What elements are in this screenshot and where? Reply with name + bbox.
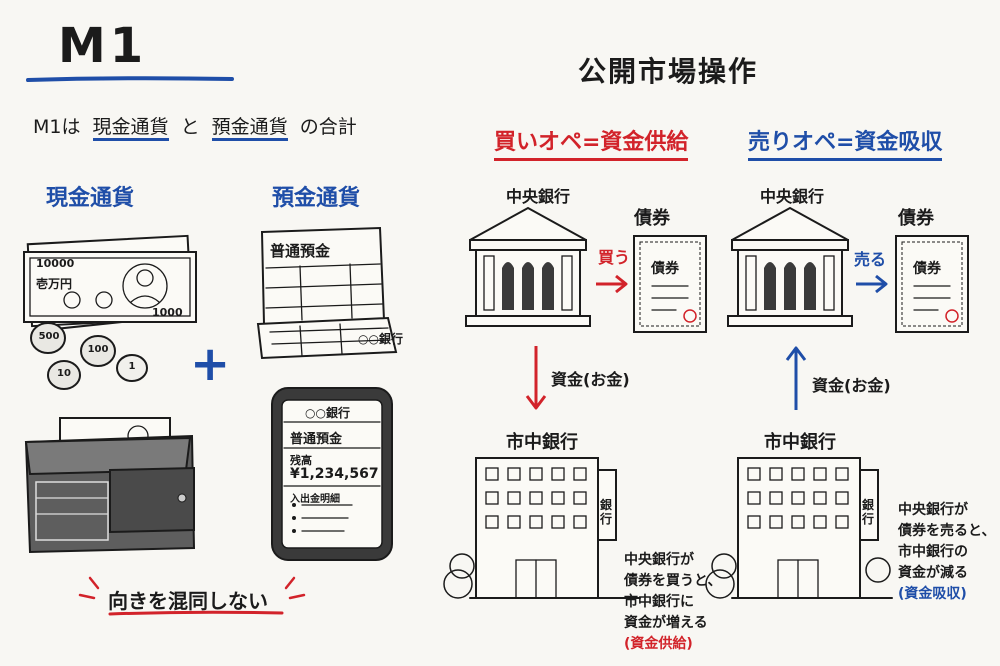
omo-title: 公開市場操作 xyxy=(578,55,759,88)
definition-mid: と xyxy=(180,116,200,138)
buy-note-line-3: 市中銀行に xyxy=(624,594,694,610)
buy-bond-label: 債券 xyxy=(634,208,670,229)
buy-operation-heading: 買いオペ=資金供給 xyxy=(494,124,689,161)
phone-balance: ¥1,234,567 xyxy=(290,466,379,482)
buy-city-bank-label: 市中銀行 xyxy=(506,432,578,453)
buy-money-label: 資金(お金) xyxy=(551,370,630,389)
sell-note-line-3: 市中銀行の xyxy=(898,544,968,560)
definition-term-cash: 現金通貨 xyxy=(92,116,169,141)
passbook-title: 普通預金 xyxy=(270,242,331,260)
coin-100: 100 xyxy=(87,344,109,355)
coin-10: 10 xyxy=(57,368,71,379)
banknote-yen-label: 壱万円 xyxy=(36,277,73,291)
coin-1: 1 xyxy=(128,361,136,372)
phone-bank-name: ○○銀行 xyxy=(305,406,350,420)
warning-text: 向きを混同しない xyxy=(108,589,268,613)
sell-money-label: 資金(お金) xyxy=(812,376,891,395)
definition-suffix: の合計 xyxy=(299,116,357,138)
sell-city-bank-sign: 銀行 xyxy=(862,498,875,526)
buy-central-bank-label: 中央銀行 xyxy=(506,187,571,206)
sell-central-bank-label: 中央銀行 xyxy=(760,187,825,206)
banknote-small-value: 1000 xyxy=(152,306,183,319)
sell-city-bank-label: 市中銀行 xyxy=(764,432,836,453)
deposit-heading: 預金通貨 xyxy=(272,186,361,211)
buy-explanation: 中央銀行が 債券を買うと、 市中銀行に 資金が増える (資金供給) xyxy=(624,550,721,655)
sell-note-line-1: 中央銀行が xyxy=(898,502,968,518)
sell-bond-doc-title: 債券 xyxy=(913,261,941,277)
cash-heading: 現金通貨 xyxy=(46,186,135,211)
buy-bond-doc-title: 債券 xyxy=(651,261,679,277)
phone-history-label: 入出金明細 xyxy=(290,494,340,505)
sell-operation-heading: 売りオペ=資金吸収 xyxy=(748,124,943,161)
sell-explanation: 中央銀行が 債券を売ると、 市中銀行の 資金が減る (資金吸収) xyxy=(898,500,995,605)
phone-account-type: 普通預金 xyxy=(290,432,343,447)
m1-definition: M1は 現金通貨 と 預金通貨 の合計 xyxy=(33,112,357,141)
buy-city-bank-sign: 銀行 xyxy=(600,498,613,526)
definition-prefix: M1は xyxy=(33,116,81,138)
banknote-value: 10000 xyxy=(36,257,75,270)
m1-title: M1 xyxy=(58,18,148,74)
sell-note-line-2: 債券を売ると、 xyxy=(898,523,996,539)
sell-bond-label: 債券 xyxy=(898,208,934,229)
buy-action-label: 買う xyxy=(598,248,631,267)
plus-sign: + xyxy=(190,336,231,392)
sell-note-line-4: 資金が減る xyxy=(898,565,968,581)
buy-note-tag: (資金供給) xyxy=(624,636,693,652)
passbook-bank: ○○銀行 xyxy=(358,332,403,346)
buy-note-line-4: 資金が増える xyxy=(624,615,708,631)
sell-note-tag: (資金吸収) xyxy=(898,586,967,602)
buy-note-line-2: 債券を買うと、 xyxy=(624,573,722,589)
coin-500: 500 xyxy=(38,331,60,342)
definition-term-deposit: 預金通貨 xyxy=(211,116,288,141)
sell-action-label: 売る xyxy=(854,250,887,269)
buy-note-line-1: 中央銀行が xyxy=(624,552,694,568)
phone-balance-label: 残高 xyxy=(290,454,312,467)
